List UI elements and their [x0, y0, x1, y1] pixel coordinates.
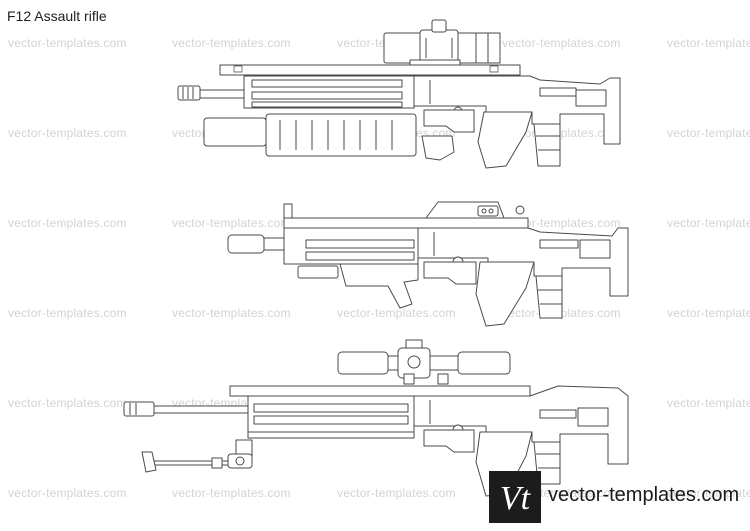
- watermark-text: vector-templates.com: [172, 216, 291, 230]
- stock-cutout: [577, 407, 609, 427]
- grenade-launcher: [203, 113, 455, 161]
- magazine: [533, 123, 561, 167]
- pistol-grip: [477, 111, 533, 169]
- watermark-text: vector-templates.com: [667, 216, 750, 230]
- watermark-text: vector-templates.com: [172, 486, 291, 500]
- watermark-text: vector-templates.com: [8, 216, 127, 230]
- trigger-guard: [423, 429, 475, 453]
- cheek-rest: [539, 87, 577, 97]
- watermark-text: vector-templates.com: [667, 396, 750, 410]
- watermark-text: vector-templates.com: [172, 36, 291, 50]
- stock-cutout: [575, 89, 607, 107]
- red-dot-sight: [383, 19, 501, 69]
- watermark-text: vector-templates.com: [337, 306, 456, 320]
- watermark-text: vector-templates.com: [172, 306, 291, 320]
- rifle-grenade-launcher: [177, 19, 621, 169]
- flashlight: [297, 265, 339, 279]
- rifle-holo-sight: [227, 201, 629, 327]
- watermark-text: vector-templates.com: [337, 486, 456, 500]
- holo-sight: [425, 201, 505, 219]
- watermark-row: vector-templates.com vector-templates.com…: [0, 306, 750, 322]
- trigger-guard: [423, 261, 477, 285]
- watermark-text: vector-templates.com: [667, 126, 750, 140]
- vt-logo-mark: Vt: [489, 471, 541, 523]
- vt-monogram: Vt: [500, 480, 532, 517]
- suppressor: [227, 234, 285, 254]
- watermark-text: vector-templates.com: [8, 396, 127, 410]
- watermark-text: vector-templates.com: [8, 306, 127, 320]
- barrel: [177, 85, 247, 101]
- handguard-bottom-rail: [247, 431, 415, 439]
- watermark-text: vector-templates.com: [667, 306, 750, 320]
- front-sight-knob: [515, 205, 525, 215]
- watermark-text: vector-templates.com: [667, 486, 750, 500]
- handguard: [247, 395, 415, 433]
- watermark-text: vector-templates.com: [502, 216, 621, 230]
- top-rail: [219, 64, 521, 76]
- cheek-rest: [539, 239, 579, 249]
- pistol-grip: [475, 261, 535, 327]
- page-title: F12 Assault rifle: [7, 8, 107, 24]
- stock-cutout: [579, 239, 611, 259]
- watermark-text: vector-templates.com: [8, 486, 127, 500]
- bipod: [141, 439, 253, 473]
- foregrip: [339, 263, 419, 309]
- cheek-rest: [539, 409, 577, 419]
- rifle-scoped-bipod: [123, 339, 629, 497]
- receiver-stock: [413, 385, 629, 465]
- top-rail: [229, 385, 531, 397]
- handguard: [283, 227, 419, 265]
- handguard: [243, 75, 415, 109]
- watermark-text: vector-templates.com: [667, 36, 750, 50]
- rear-flip-sight: [283, 203, 293, 219]
- scope: [337, 339, 511, 385]
- watermark-text: vector-templates.com: [502, 36, 621, 50]
- barrel: [123, 401, 249, 417]
- top-rail: [283, 217, 529, 229]
- brand-name[interactable]: vector-templates.com: [548, 484, 740, 506]
- magazine: [535, 275, 563, 319]
- watermark-text: vector-templates.com: [8, 126, 127, 140]
- trigger-guard: [423, 109, 475, 133]
- watermark-text: vector-templates.com: [502, 126, 621, 140]
- watermark-text: vector-templates.com: [8, 36, 127, 50]
